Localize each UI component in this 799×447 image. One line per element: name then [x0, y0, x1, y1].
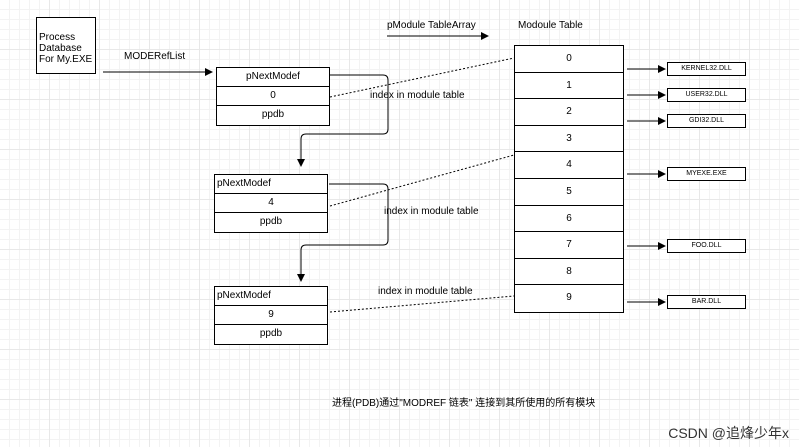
modref-node-1: pNextModef 0 ppdb [216, 67, 330, 126]
modref-node-3-index: 9 [215, 306, 327, 325]
next-link-2 [297, 183, 389, 282]
index-label-1: index in module table [370, 90, 465, 101]
modref-node-3: pNextModef 9 ppdb [214, 286, 328, 345]
module-table-title: Modoule Table [518, 20, 583, 31]
process-line-1: Process [39, 32, 76, 43]
process-line-2: Database [39, 43, 82, 54]
index-label-2: index in module table [384, 206, 479, 217]
index-label-3: index in module table [378, 286, 473, 297]
next-link-1 [297, 74, 389, 167]
modref-node-3-ppdb: ppdb [259, 328, 283, 339]
modref-node-1-index: 0 [217, 87, 329, 106]
modref-node-2-index: 4 [215, 194, 327, 213]
dll-myexe: MYEXE.EXE [667, 167, 746, 181]
index-link-4 [329, 154, 515, 207]
csdn-watermark: CSDN @追烽少年x [668, 425, 789, 441]
modref-node-3-next: pNextModef [215, 287, 327, 306]
process-line-3: For My.EXE [39, 54, 93, 65]
dll-bar: BAR.DLL [667, 295, 746, 309]
module-table-row-6: 6 [515, 206, 623, 233]
index-link-0 [329, 57, 515, 98]
modref-node-2-next: pNextModef [215, 175, 327, 194]
modref-node-1-ppdb: ppdb [261, 109, 285, 120]
process-database-box: Process Database For My.EXE [36, 17, 96, 74]
diagram-caption: 进程(PDB)通过"MODREF 链表" 连接到其所使用的所有模块 [332, 398, 596, 409]
dll-gdi32: GDI32.DLL [667, 114, 746, 128]
module-table-row-9: 9 [566, 292, 572, 304]
dll-foo: FOO.DLL [667, 239, 746, 253]
module-table-row-4: 4 [515, 152, 623, 179]
module-table-row-7: 7 [515, 232, 623, 259]
modref-node-1-next: pNextModef [217, 68, 329, 87]
module-table-row-0: 0 [515, 46, 623, 73]
moderef-list-label: MODERefList [124, 51, 186, 62]
modref-node-2: pNextModef 4 ppdb [214, 174, 328, 233]
dll-user32: USER32.DLL [667, 88, 746, 102]
module-table-row-8: 8 [515, 259, 623, 286]
module-table-row-1: 1 [515, 73, 623, 100]
pmodule-table-array-label: pModule TableArray [387, 20, 476, 31]
module-table: 0 1 2 3 4 5 6 7 8 9 [514, 45, 624, 313]
module-table-row-3: 3 [515, 126, 623, 153]
dll-kernel32: KERNEL32.DLL [667, 62, 746, 76]
index-link-9 [329, 295, 515, 313]
modref-node-2-ppdb: ppdb [259, 216, 283, 227]
module-table-row-2: 2 [515, 99, 623, 126]
module-table-row-5: 5 [515, 179, 623, 206]
